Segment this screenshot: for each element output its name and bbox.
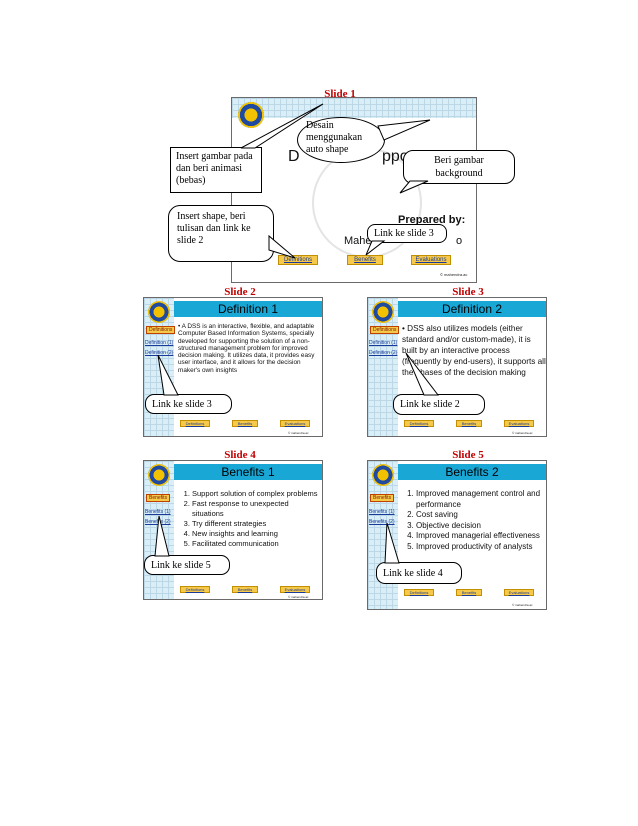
slide-3-title-band: Definition 2 [398, 301, 546, 317]
sidebar-item-benefits-1[interactable]: Benefits (1) [145, 509, 171, 515]
sidebar-item-definitions[interactable]: Definitions [146, 326, 176, 334]
callout-desain: Desain menggunakan auto shape [297, 117, 431, 163]
callout-link3-s2-tail [157, 354, 179, 396]
nav-benefits-button[interactable]: Benefits [456, 589, 482, 596]
sidebar-item-benefits[interactable]: Benefits [370, 494, 395, 502]
callout-insert-shape-text: Insert shape, beri tulisan dan link ke s… [177, 211, 251, 246]
slide-3-label: Slide 3 [452, 286, 484, 298]
callout-link3-s1-tail [365, 240, 386, 256]
nav-evaluations-button[interactable]: Evaluations [280, 586, 310, 593]
slide-5-title-band: Benefits 2 [398, 464, 546, 480]
university-logo [148, 464, 170, 486]
list-item: Support solution of complex problems [192, 489, 322, 499]
callout-insert-gambar: Insert gambar pada dan beri animasi (beb… [170, 103, 324, 193]
callout-link3-s2: Link ke slide 3 [145, 354, 232, 414]
callout-link3-s1: Link ke slide 3 [365, 224, 447, 256]
copyright: © mahendra.ac [512, 603, 533, 607]
callout-insert-shape-tail [268, 234, 296, 259]
callout-insert-gambar-text: Insert gambar pada dan beri animasi (beb… [176, 151, 253, 186]
slide-2-bullet-text: A DSS is an interactive, flexible, and a… [178, 323, 315, 374]
university-logo [148, 301, 170, 323]
callout-link2-s3: Link ke slide 2 [393, 352, 485, 415]
copyright: © mahendra.ac [440, 272, 468, 277]
callout-link2-s3-text: Link ke slide 2 [400, 399, 460, 410]
slide-2-bullet: • A DSS is an interactive, flexible, and… [178, 323, 315, 374]
nav-definitions-button[interactable]: Definitions [404, 589, 434, 596]
nav-definitions-button[interactable]: Definitions [404, 420, 434, 427]
copyright: © mahendra.ac [288, 595, 309, 599]
callout-link5-s4-text: Link ke slide 5 [151, 560, 211, 571]
callout-link4-s5-text: Link ke slide 4 [383, 568, 443, 579]
list-item: Cost saving [416, 510, 546, 521]
nav-definitions-button[interactable]: Definitions [180, 586, 210, 593]
slide-3-bullet-text: DSS also utilizes models (either standar… [402, 324, 546, 377]
callout-desain-tail [377, 119, 431, 141]
callout-link5-s4: Link ke slide 5 [144, 515, 230, 575]
slide-4-list: Support solution of complex problems Fas… [180, 489, 322, 549]
nav-benefits-button[interactable]: Benefits [456, 420, 482, 427]
callout-link4-s5-tail [384, 522, 400, 564]
nav-benefits-button[interactable]: Benefits [347, 255, 383, 265]
nav-evaluations-button[interactable]: Evaluations [411, 255, 451, 265]
list-item: Improved management control and performa… [416, 489, 546, 510]
callout-link3-s2-text: Link ke slide 3 [152, 399, 212, 410]
copyright: © mahendra.ac [288, 431, 309, 435]
university-logo [372, 301, 394, 323]
nav-evaluations-button[interactable]: Evaluations [504, 420, 534, 427]
prepared-by: Prepared by: [398, 214, 466, 226]
university-logo [372, 464, 394, 486]
callout-link5-s4-tail [154, 515, 170, 557]
nav-evaluations-button[interactable]: Evaluations [280, 420, 310, 427]
author-left: Mahe [344, 235, 372, 247]
callout-beri-gambar-tail [399, 180, 429, 194]
sidebar-item-definition-2[interactable]: Definition (2) [369, 350, 398, 356]
slide-4-title-band: Benefits 1 [174, 464, 322, 480]
sidebar-item-benefits-2[interactable]: Benefits (2) [369, 519, 395, 525]
sidebar-item-definition-2[interactable]: Definition (2) [145, 350, 174, 356]
list-item: New insights and learning [192, 529, 322, 539]
callout-link2-s3-tail [405, 352, 440, 396]
list-item: Try different strategies [192, 519, 322, 529]
sidebar-item-definition-1[interactable]: Definition (1) [369, 340, 398, 346]
slide-4: Benefits 1 Benefits Benefits (1) Benefit… [143, 460, 323, 600]
slide-4-label: Slide 4 [224, 449, 256, 461]
list-item: Improved productivity of analysts [416, 542, 546, 553]
sidebar-item-benefits-1[interactable]: Benefits (1) [369, 509, 395, 515]
callout-beri-gambar: Beri gambar background [399, 150, 515, 194]
slide-1-title-left: D [288, 148, 300, 165]
nav-definitions-button[interactable]: Definitions [278, 255, 318, 265]
list-item: Improved managerial effectiveness [416, 531, 546, 542]
author-right: o [456, 235, 463, 247]
list-item: Objective decision [416, 521, 546, 532]
slide-2: Definition 1 Definitions Definition (1) … [143, 297, 323, 437]
callout-insert-shape: Insert shape, beri tulisan dan link ke s… [168, 205, 296, 262]
nav-definitions-button[interactable]: Definitions [180, 420, 210, 427]
nav-benefits-button[interactable]: Benefits [232, 586, 258, 593]
slide-1-top-grid [232, 98, 476, 118]
university-logo [238, 102, 264, 128]
slide-3-bullet: • DSS also utilizes models (either stand… [402, 324, 546, 377]
list-item: Fast response to unexpected situations [192, 499, 322, 519]
callout-link3-s1-text: Link ke slide 3 [374, 228, 434, 239]
slide-3: Definition 2 Definitions Definition (1) … [367, 297, 547, 437]
slide-2-title-band: Definition 1 [174, 301, 322, 317]
sidebar-item-definitions[interactable]: Definitions [370, 326, 400, 334]
callout-insert-gambar-tail [240, 103, 324, 149]
slide-5: Benefits 2 Benefits Benefits (1) Benefit… [367, 460, 547, 610]
copyright: © mahendra.ac [512, 431, 533, 435]
slide-2-label: Slide 2 [224, 286, 256, 298]
callout-desain-text: Desain menggunakan auto shape [306, 120, 363, 155]
sidebar-item-benefits-2[interactable]: Benefits (2) [145, 519, 171, 525]
callout-beri-gambar-text: Beri gambar background [434, 155, 484, 179]
slide-5-list: Improved management control and performa… [404, 489, 546, 553]
sidebar-item-definition-1[interactable]: Definition (1) [145, 340, 174, 346]
slide-5-label: Slide 5 [452, 449, 484, 461]
nav-benefits-button[interactable]: Benefits [232, 420, 258, 427]
list-item: Facilitated communication [192, 539, 322, 549]
nav-evaluations-button[interactable]: Evaluations [504, 589, 534, 596]
callout-link4-s5: Link ke slide 4 [376, 522, 462, 584]
sidebar-item-benefits[interactable]: Benefits [146, 494, 171, 502]
